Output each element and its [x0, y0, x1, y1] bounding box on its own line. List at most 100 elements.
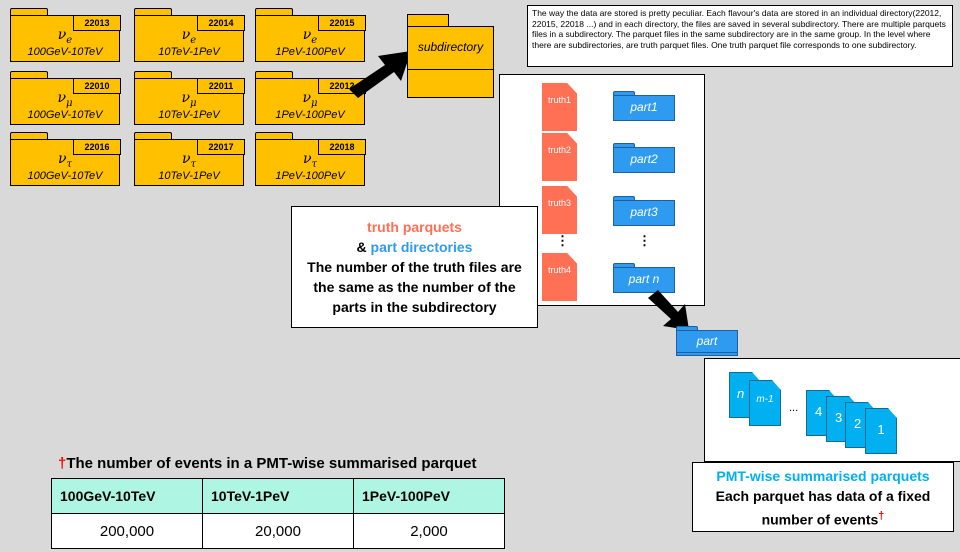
neutrino-flavour: τ — [190, 158, 197, 170]
table-header-cell: 10TeV-1PeV — [202, 478, 354, 514]
summary-note-body: Each parquet has data of a fixed number … — [715, 488, 931, 528]
truth-file-label: truth2 — [547, 145, 571, 155]
summary-dots: ... — [789, 402, 799, 414]
summary-note-body-wrap: Each parquet has data of a fixed number … — [693, 486, 953, 530]
subdirectory-label: subdirectory — [417, 40, 484, 54]
truth-file-icon[interactable]: truth2 — [542, 133, 577, 181]
flavour-symbol: νe — [10, 28, 120, 48]
part-folder-label: part n — [628, 272, 660, 286]
energy-range: 100GeV-10TeV — [27, 170, 103, 182]
summary-file-label: 2 — [854, 416, 862, 431]
events-table-dagger: † — [58, 455, 67, 472]
neutrino-flavour: μ — [311, 97, 318, 109]
summary-file-icon[interactable]: m-1 — [749, 380, 781, 426]
neutrino-symbol: ν — [57, 151, 67, 167]
neutrino-flavour: μ — [66, 97, 73, 109]
summary-file-label: 3 — [835, 410, 843, 425]
part-folder-label: part3 — [630, 205, 658, 219]
flavour-symbol: νe — [255, 28, 365, 48]
part-folder[interactable]: part n — [613, 263, 675, 293]
truth-note-box: truth parquets & part directories The nu… — [291, 206, 538, 328]
energy-range: 10TeV-1PeV — [158, 46, 220, 58]
summary-note-box: PMT-wise summarised parquets Each parque… — [692, 462, 954, 532]
table-header-row: 100GeV-10TeV 10TeV-1PeV 1PeV-100PeV — [51, 478, 505, 514]
summary-file-label: m-1 — [756, 394, 774, 405]
truth-note-subtitle: & part directories — [292, 237, 537, 257]
neutrino-symbol: ν — [302, 151, 312, 167]
energy-range: 10TeV-1PeV — [158, 170, 220, 182]
flavour-folder-id: 22013 — [73, 15, 121, 31]
part-folder[interactable]: part3 — [613, 196, 675, 226]
neutrino-symbol: ν — [181, 90, 190, 106]
table-row: 200,000 20,000 2,000 — [51, 513, 505, 549]
truth-file-icon[interactable]: truth3 — [542, 186, 577, 234]
part-folder-label: part2 — [630, 152, 658, 166]
truth-note-ampersand: & — [356, 239, 371, 255]
table-header-cell: 100GeV-10TeV — [51, 478, 203, 514]
truth-note-part-directories: part directories — [370, 239, 473, 255]
part-folder-label: part1 — [630, 100, 658, 114]
flavour-symbol: νμ — [10, 91, 120, 111]
neutrino-symbol: ν — [181, 151, 191, 167]
description-box: The way the data are stored is pretty pe… — [527, 5, 953, 67]
summary-note-dagger: † — [878, 510, 885, 522]
energy-range: 100GeV-10TeV — [27, 46, 103, 58]
part-folder-expanded[interactable]: part — [676, 326, 738, 356]
neutrino-flavour: e — [311, 34, 318, 46]
events-table: 100GeV-10TeV 10TeV-1PeV 1PeV-100PeV 200,… — [51, 478, 505, 549]
flavour-symbol: ντ — [134, 152, 244, 172]
summary-file-label: 4 — [815, 404, 823, 419]
flavour-symbol: νμ — [134, 91, 244, 111]
flavour-folder-id: 22014 — [197, 15, 245, 31]
description-text: The way the data are stored is pretty pe… — [532, 8, 946, 50]
flavour-folder-id: 22016 — [73, 139, 121, 155]
truth-note-title: truth parquets — [367, 219, 462, 235]
neutrino-flavour: e — [190, 34, 197, 46]
energy-range: 1PeV-100PeV — [275, 46, 345, 58]
table-cell: 200,000 — [51, 513, 203, 549]
neutrino-symbol: ν — [302, 27, 312, 43]
table-cell: 20,000 — [202, 513, 354, 549]
part-folder[interactable]: part2 — [613, 143, 675, 173]
neutrino-symbol: ν — [57, 90, 66, 106]
flavour-symbol: ντ — [255, 152, 365, 172]
neutrino-flavour: μ — [190, 97, 197, 109]
truth-ellipsis: ⋮ — [556, 233, 569, 248]
part-folder[interactable]: part1 — [613, 91, 675, 121]
part-ellipsis: ⋮ — [638, 233, 651, 248]
energy-range: 1PeV-100PeV — [275, 170, 345, 182]
events-table-caption-wrap: †The number of events in a PMT-wise summ… — [58, 455, 476, 472]
flavour-symbol: ντ — [10, 152, 120, 172]
truth-file-icon[interactable]: truth4 — [542, 253, 577, 301]
arrow-to-subdirectory — [349, 51, 411, 98]
neutrino-flavour: τ — [66, 158, 73, 170]
energy-range: 1PeV-100PeV — [275, 109, 345, 121]
summary-file-icon[interactable]: 1 — [865, 408, 897, 454]
subdirectory-folder[interactable]: subdirectory — [407, 14, 494, 100]
truth-file-label: truth1 — [547, 95, 571, 105]
flavour-folder-id: 22015 — [318, 15, 366, 31]
flavour-folder-id: 22018 — [318, 139, 366, 155]
arrow-to-part — [648, 290, 689, 330]
truth-note-body: The number of the truth files are the sa… — [307, 259, 522, 315]
flavour-folder-id: 22010 — [73, 78, 121, 94]
table-header-cell: 1PeV-100PeV — [353, 478, 505, 514]
neutrino-symbol: ν — [181, 27, 191, 43]
neutrino-flavour: τ — [311, 158, 318, 170]
table-cell: 2,000 — [353, 513, 505, 549]
truth-file-label: truth4 — [547, 265, 571, 275]
part-folder-divider — [676, 352, 738, 353]
truth-file-icon[interactable]: truth1 — [542, 83, 577, 131]
part-label: part — [696, 334, 718, 348]
summary-file-label: 1 — [877, 422, 885, 437]
neutrino-symbol: ν — [57, 27, 67, 43]
